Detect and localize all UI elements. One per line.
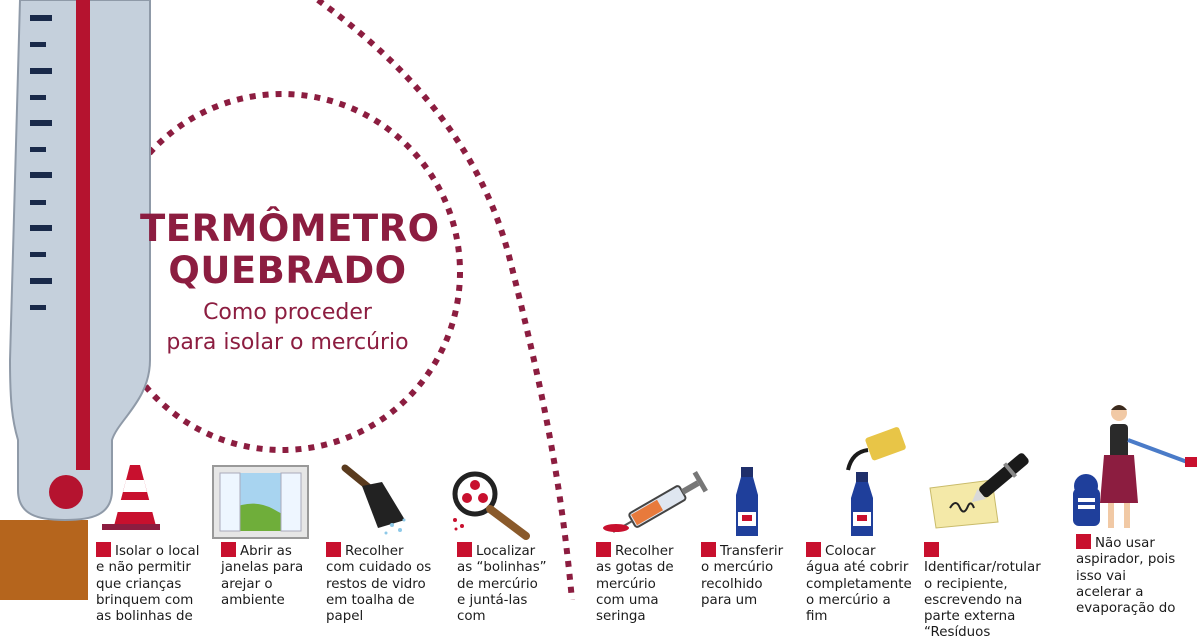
magnifier-icon	[452, 471, 530, 540]
thermometer-icon	[8, 0, 151, 522]
vacuum-person-icon	[1073, 405, 1197, 528]
step-8: Identificar/rotular o recipiente, escrev…	[924, 542, 1049, 642]
step-6: Transferir o mercúrio recolhido para um	[701, 542, 791, 609]
step-marker	[457, 542, 472, 557]
syringe-icon	[612, 470, 708, 533]
brush-icon	[341, 464, 406, 535]
mercury-drops	[603, 524, 629, 532]
step-marker	[924, 542, 939, 557]
step-4: Localizar as “bolinhas” de mercúrio e ju…	[457, 542, 547, 625]
traffic-cone-icon	[102, 465, 160, 530]
step-marker	[596, 542, 611, 557]
step-marker	[221, 542, 236, 557]
step-text: Isolar o local e não permitir que crianç…	[96, 544, 200, 625]
wooden-base	[0, 520, 88, 600]
step-marker	[326, 542, 341, 557]
step-marker	[96, 542, 111, 557]
title-block: TERMÔMETRO QUEBRADO Como proceder para i…	[140, 207, 440, 358]
step-9: Não usar aspirador, pois isso vai aceler…	[1076, 534, 1176, 617]
subtitle-line-2: para isolar o mercúrio	[166, 330, 409, 355]
step-2: Abrir as janelas para arejar o ambiente	[221, 542, 306, 609]
title-line-1: TERMÔMETRO	[140, 207, 440, 250]
window-icon	[212, 465, 309, 539]
step-7: Colocar água até cobrir completamente o …	[806, 542, 912, 625]
bottle-icon	[736, 467, 758, 536]
pen-label-icon	[929, 453, 1029, 529]
bottle-water-icon	[846, 427, 906, 536]
step-text: Recolher com cuidado os restos de vidro …	[326, 544, 432, 625]
title-line-2: QUEBRADO	[168, 249, 407, 292]
step-3: Recolher com cuidado os restos de vidro …	[326, 542, 436, 625]
step-marker	[701, 542, 716, 557]
subtitle-line-1: Como proceder	[203, 300, 372, 325]
step-5: Recolher as gotas de mercúrio com uma se…	[596, 542, 688, 625]
step-text: Identificar/rotular o recipiente, escrev…	[924, 560, 1041, 641]
step-marker	[1076, 534, 1091, 549]
dotted-path-decoration	[101, 0, 575, 600]
step-text: Colocar água até cobrir completamente o …	[806, 544, 912, 625]
step-marker	[806, 542, 821, 557]
illustration-canvas	[0, 0, 1197, 600]
step-1: Isolar o local e não permitir que crianç…	[96, 542, 211, 625]
